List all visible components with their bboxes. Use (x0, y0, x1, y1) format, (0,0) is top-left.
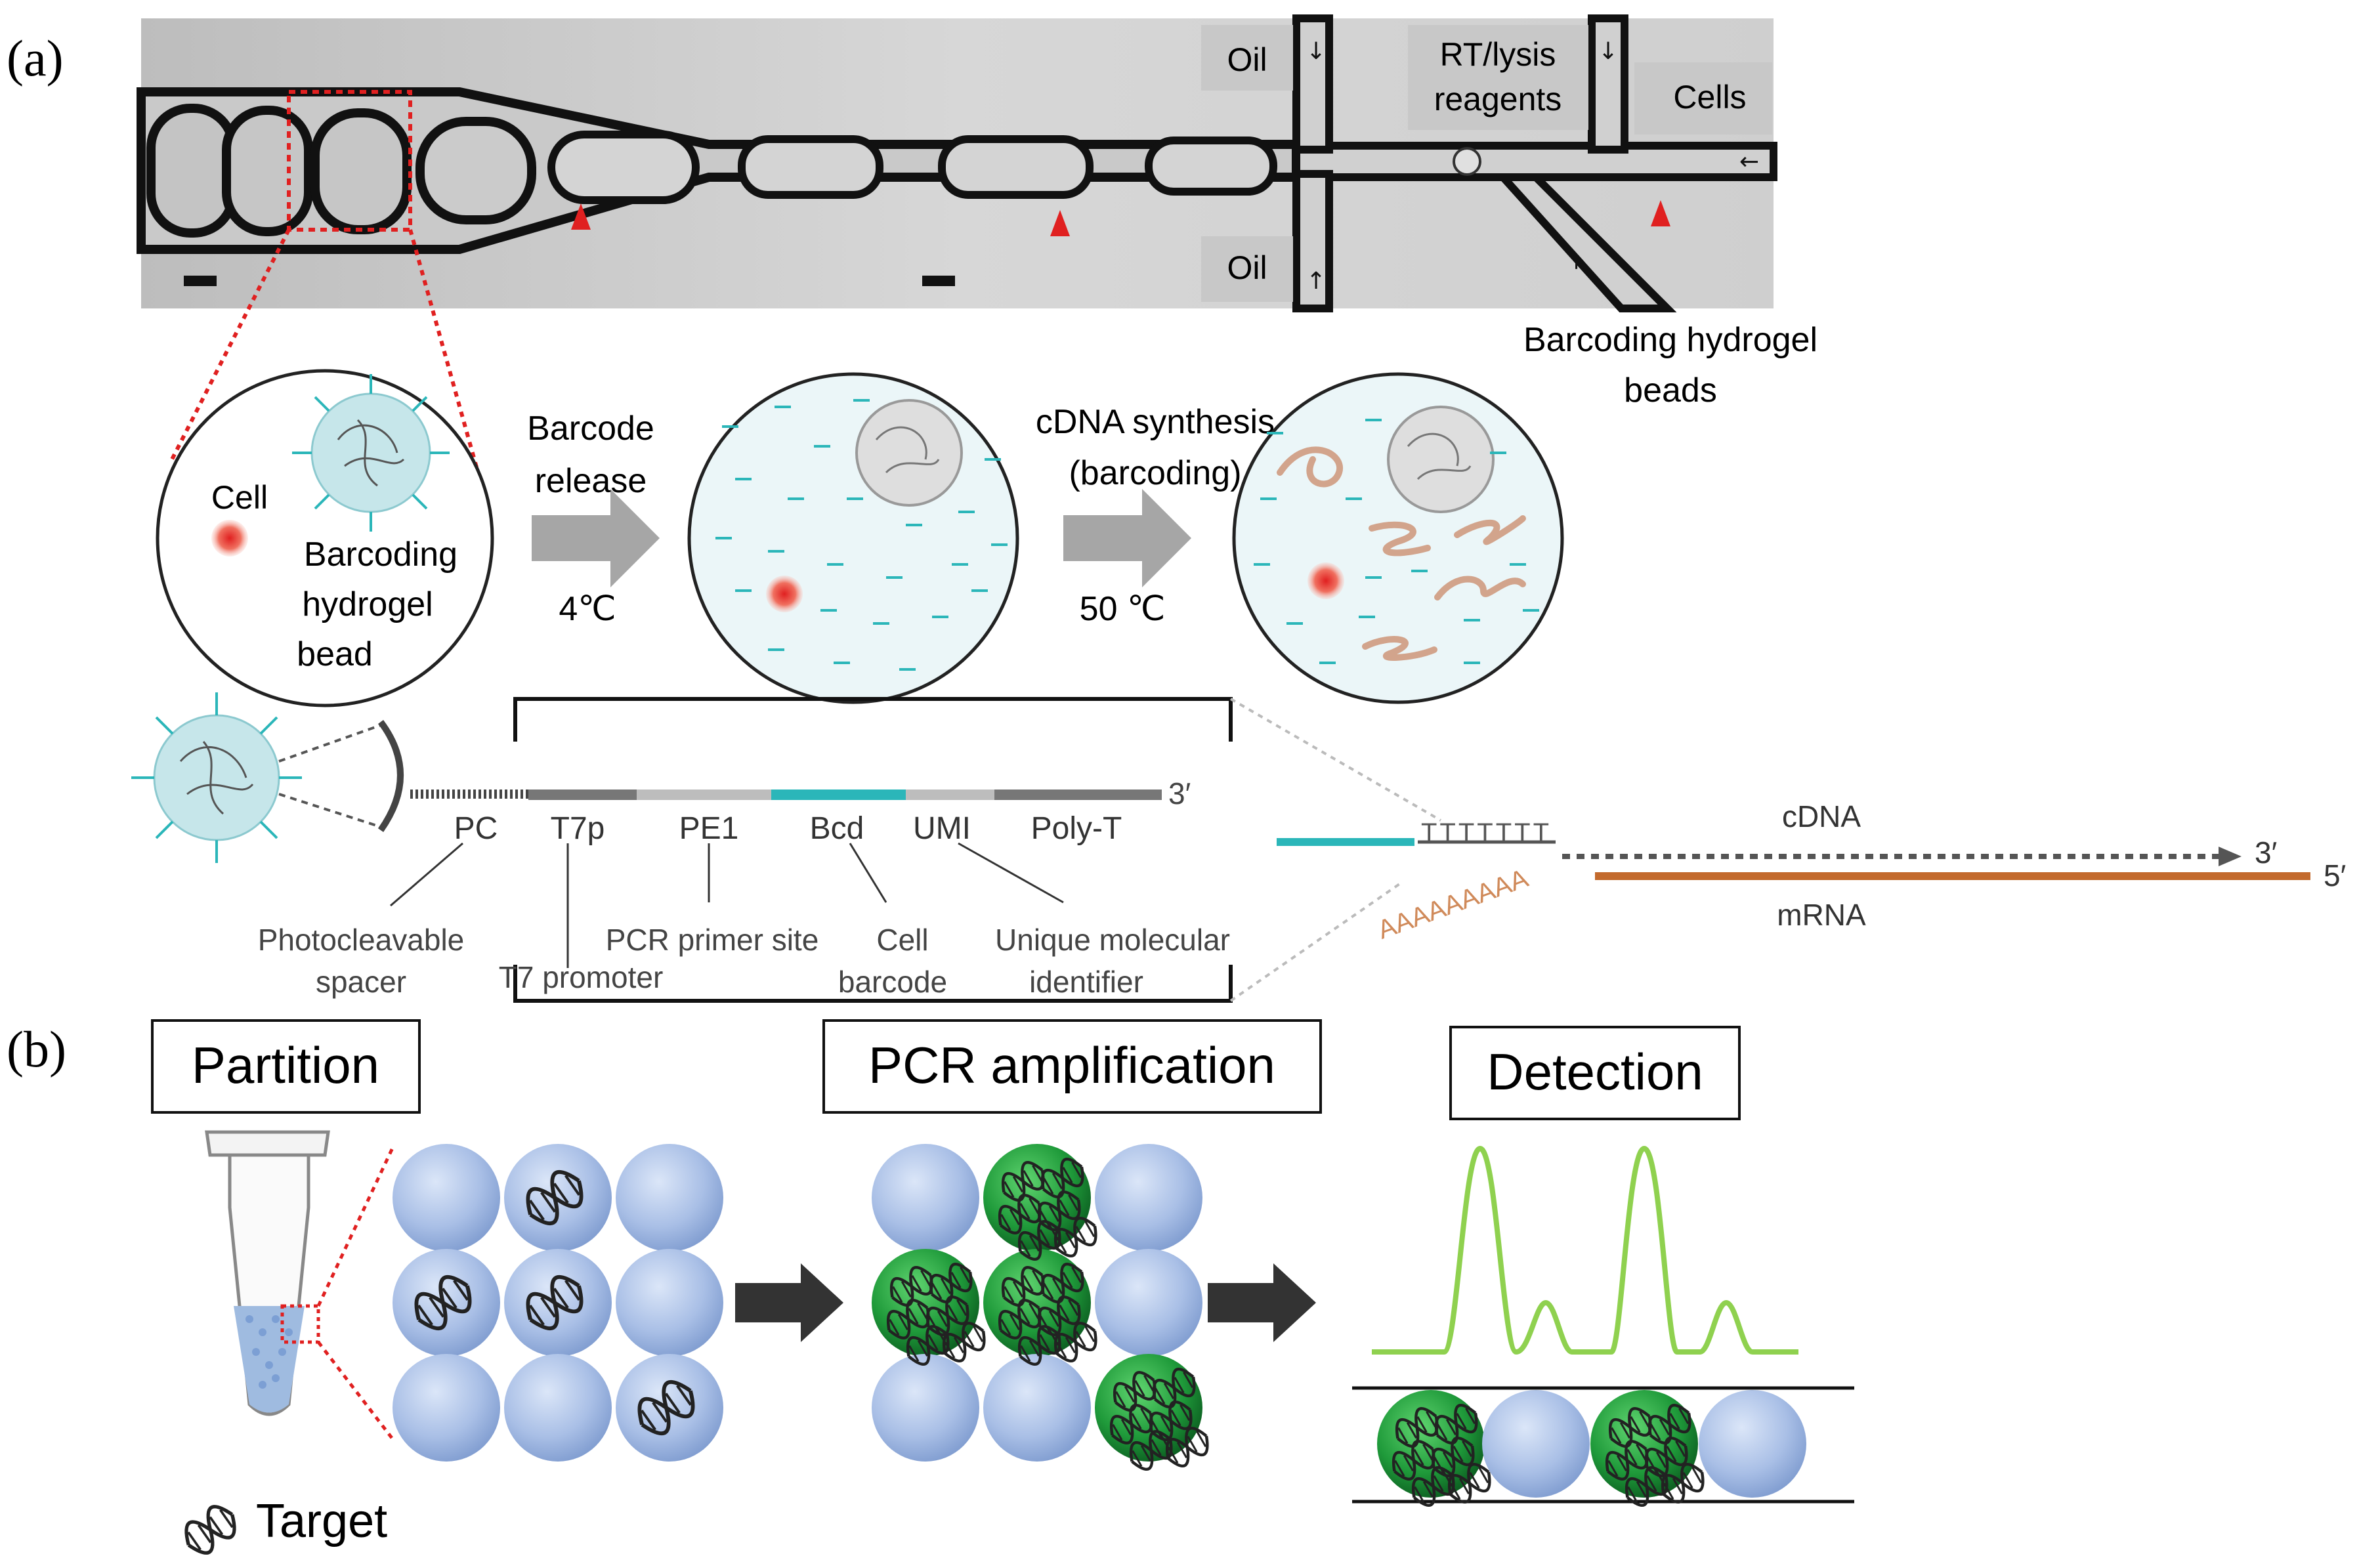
label-synthesis-1: cDNA synthesis (1036, 403, 1275, 441)
desc-umi-2: identifier (1029, 965, 1143, 999)
label-barcode-2: release (535, 462, 647, 500)
target-dna-icon (179, 1500, 242, 1558)
label-bead-3: bead (297, 635, 373, 673)
mrna-five-prime: 5′ (2324, 858, 2346, 893)
label-rt-lysis-2: reagents (1434, 81, 1562, 117)
label-temp-50c: 50 ℃ (1080, 590, 1166, 628)
partition-box (151, 1019, 421, 1114)
segment-poly-t: Poly-T (1031, 811, 1122, 846)
segment-t7p: T7p (551, 811, 605, 846)
arrow-to-detection (1208, 1263, 1316, 1342)
barcode-construct (131, 692, 2310, 1003)
label-synthesis-2: (barcoding) (1069, 454, 1241, 492)
detection-droplets (1377, 1390, 1806, 1510)
pcr-box (822, 1019, 1322, 1114)
label-cell: Cell (211, 479, 268, 516)
label-hydrogel-beads-2: beads (1624, 371, 1717, 410)
label-hydrogel-beads-1: Barcoding hydrogel (1523, 321, 1817, 359)
segment-pe1: PE1 (679, 811, 739, 846)
desc-pc-1: Photocleavable (258, 923, 465, 957)
label-rt-lysis-1: RT/lysis (1440, 36, 1556, 73)
arrow-to-pcr (735, 1263, 843, 1342)
label-cells: Cells (1673, 79, 1746, 116)
label-temp-4c: 4℃ (559, 590, 616, 628)
svg-text:↖: ↖ (1572, 255, 1592, 282)
desc-bcd-2: barcode (838, 965, 947, 999)
detection-title: Detection (1487, 1043, 1703, 1101)
cdna-three-prime: 3′ (2255, 835, 2277, 870)
desc-bcd-1: Cell (876, 923, 928, 957)
droplet-cdna (1232, 372, 1564, 704)
label-oil-top: Oil (1227, 41, 1267, 78)
segment-pc: PC (454, 811, 498, 846)
svg-text:←: ← (1739, 148, 1759, 175)
droplet-initial (156, 369, 494, 707)
segment-umi: UMI (913, 811, 971, 846)
arrow-barcode-release (532, 489, 660, 587)
droplet-released (687, 372, 1019, 704)
label-bead-1: Barcoding (304, 536, 457, 574)
label-mrna: mRNA (1777, 898, 1866, 932)
panel-a-label: (a) (7, 30, 64, 87)
pcr-title: PCR amplification (868, 1036, 1275, 1094)
label-barcode-1: Barcode (527, 410, 654, 448)
target-label: Target (256, 1495, 387, 1547)
desc-pc-2: spacer (316, 965, 406, 999)
desc-umi-1: Unique molecular (995, 923, 1230, 957)
svg-text:↑: ↑ (1306, 268, 1326, 295)
partition-title: Partition (192, 1036, 379, 1094)
segment-bcd: Bcd (810, 811, 864, 846)
label-oil-bottom: Oil (1227, 249, 1267, 286)
detection-box (1449, 1026, 1741, 1120)
sample-tube (205, 1130, 396, 1442)
panel-b-label: (b) (7, 1021, 66, 1078)
poly-t-tail: TTTTTTT (1421, 818, 1552, 847)
pcr-droplets (872, 1144, 1214, 1474)
arrow-cdna-synthesis (1063, 489, 1191, 587)
poly-a-tail: AAAAAAAAA (1374, 864, 1532, 945)
partition-droplets (393, 1144, 723, 1462)
desc-t7: T7 promoter (499, 960, 664, 994)
svg-text:↓: ↓ (1598, 38, 1618, 65)
three-prime-construct: 3′ (1168, 776, 1191, 811)
detection-trace (1372, 1145, 1798, 1355)
svg-text:↓: ↓ (1306, 38, 1326, 65)
label-cdna: cDNA (1782, 799, 1861, 833)
microfluidic-image: ↓ ↑ ↓ ← ↖ (137, 14, 1777, 312)
label-bead-2: hydrogel (302, 585, 433, 623)
desc-pe1: PCR primer site (606, 923, 819, 957)
